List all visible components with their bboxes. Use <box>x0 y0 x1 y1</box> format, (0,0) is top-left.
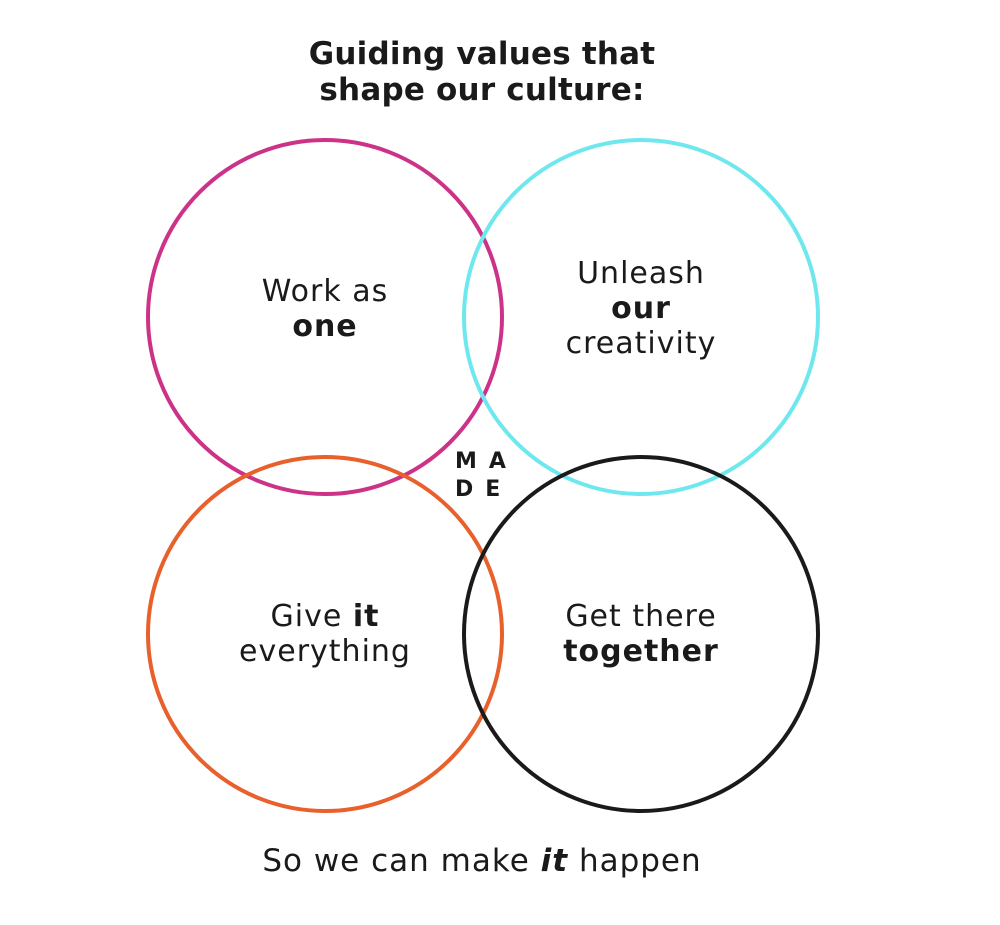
circle-unleash-creativity <box>462 138 820 496</box>
footer-tagline: So we can make it happen <box>0 842 964 880</box>
title-line-1: Guiding values that <box>308 36 656 72</box>
title-line-2: shape our culture: <box>319 72 645 108</box>
circle-work-as-one <box>146 138 504 496</box>
label-get-there-line-2: together <box>563 634 719 669</box>
circle-give-it-everything <box>146 455 504 813</box>
label-unleash-line-1: Unleash <box>577 256 705 291</box>
label-give-line-2: everything <box>239 634 411 669</box>
label-give-line-1-text: Give <box>270 599 343 634</box>
label-unleash-line-2: our <box>611 291 671 326</box>
footer-text-post: happen <box>578 843 702 879</box>
label-work-as-one: Work as one <box>225 274 425 344</box>
made-logo: MA DE <box>455 448 511 504</box>
label-give-line-1: Give it <box>205 599 445 634</box>
label-unleash-creativity: Unleash our creativity <box>531 256 751 361</box>
logo-row-2: DE <box>455 477 513 502</box>
logo-row-1: MA <box>455 449 518 474</box>
label-give-it-everything: Give it everything <box>205 599 445 669</box>
label-get-there-together: Get there together <box>531 599 751 669</box>
circle-get-there-together <box>462 455 820 813</box>
label-work-as-one-line-1: Work as <box>261 274 389 309</box>
label-give-line-1-bold: it <box>352 599 380 634</box>
diagram-title: Guiding values that shape our culture: <box>0 36 964 108</box>
label-get-there-line-1: Get there <box>565 599 717 634</box>
footer-text-pre: So we can make <box>262 843 530 879</box>
footer-text-emphasis: it <box>540 843 569 879</box>
label-unleash-line-3: creativity <box>565 326 717 361</box>
label-work-as-one-line-2: one <box>292 309 358 344</box>
